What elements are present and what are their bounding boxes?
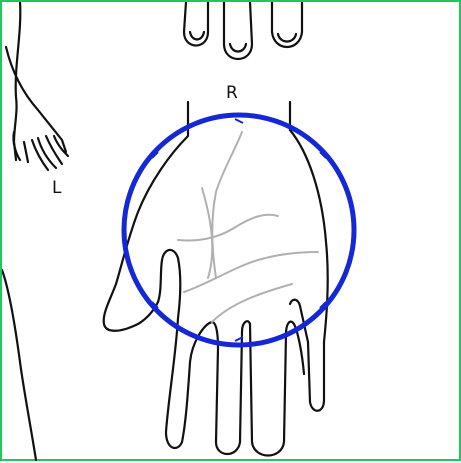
upper-fingertips bbox=[182, 2, 304, 60]
region-handle-bottom[interactable] bbox=[234, 336, 244, 342]
region-handle-bottom-left[interactable] bbox=[151, 301, 159, 309]
selected-region[interactable] bbox=[121, 112, 357, 348]
left-hand bbox=[12, 130, 70, 172]
region-circle[interactable] bbox=[121, 112, 357, 348]
region-handle-top-right[interactable] bbox=[319, 151, 327, 159]
region-handle-top[interactable] bbox=[234, 118, 244, 124]
region-handle-top-left[interactable] bbox=[151, 151, 159, 159]
left-side-label: L bbox=[52, 178, 62, 198]
region-handle-bottom-right[interactable] bbox=[319, 301, 327, 309]
right-side-label: R bbox=[226, 83, 238, 103]
left-arm bbox=[2, 2, 68, 462]
palm-creases bbox=[177, 131, 319, 323]
